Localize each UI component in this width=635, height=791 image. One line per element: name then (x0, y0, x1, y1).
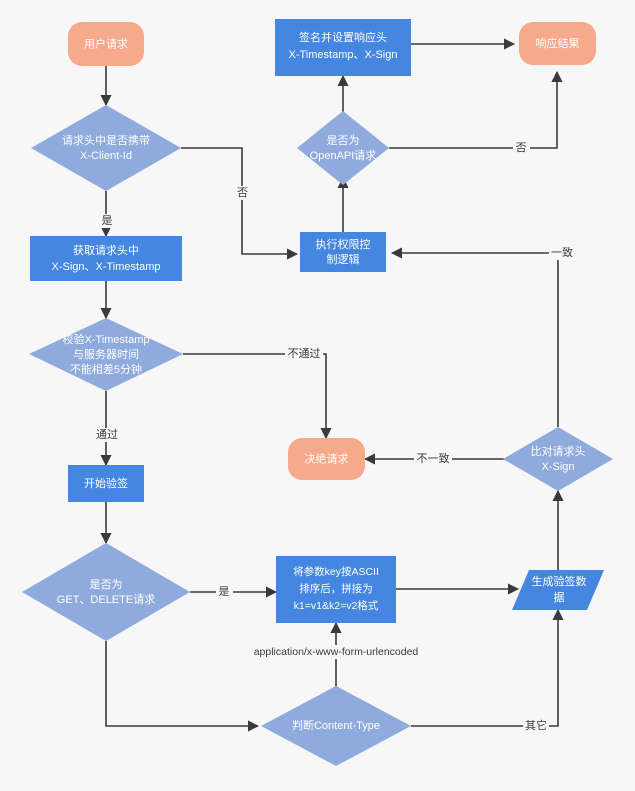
node-gen-sign-data[interactable]: 生成验签数 据 (512, 570, 604, 610)
edge-contenttype-urlencoded: application/x-www-form-urlencoded (231, 621, 441, 694)
node-reject-request[interactable]: 决绝请求 (288, 438, 365, 480)
node-permission-logic[interactable]: 执行权限控 制逻辑 (300, 232, 386, 272)
edge-label-clientid-no: 否 (237, 187, 248, 199)
node-has-client-id[interactable]: 请求头中是否携带 X-Client-Id (31, 105, 181, 191)
edge-label-timestamp-fail: 不通过 (288, 347, 321, 360)
edge-label-contenttype-urlencoded: application/x-www-form-urlencoded (254, 646, 419, 658)
node-response-result[interactable]: 响应结果 (519, 22, 596, 65)
edge-method-yes: 是 (190, 585, 278, 599)
edge-clientid-no: 否 (181, 147, 299, 260)
edge-timestamp-pass: 通过 (94, 391, 120, 467)
node-get-headers[interactable]: 获取请求头中 X-Sign、X-Timestamp (30, 236, 182, 281)
edge-label-compare-mismatch: 不一致 (417, 451, 450, 465)
node-compare-x-sign[interactable]: 比对请求头 X-Sign (503, 427, 613, 491)
edge-clientid-yes: 是 (98, 191, 115, 238)
edge-method-no (105, 641, 260, 732)
node-is-openapi[interactable]: 是否为 OpenAPI请求 (297, 111, 389, 185)
node-check-timestamp[interactable]: 校验X-Timestamp 与服务器时间 不能相差5分钟 (29, 318, 183, 391)
node-user-request[interactable]: 用户请求 (68, 22, 144, 66)
node-sign-and-set[interactable]: 签名并设置响应头 X-Timestamp、X-Sign (275, 19, 411, 76)
node-sort-params[interactable]: 将参数key按ASCII 排序后，拼接为 k1=v1&k2=v2格式 (276, 556, 396, 623)
edge-label-openapi-no: 否 (516, 142, 527, 154)
edge-compare-match: 一致 (390, 245, 575, 427)
edge-contenttype-other: 其它 (411, 608, 564, 733)
edge-label-clientid-yes: 是 (102, 214, 113, 227)
edge-timestamp-fail: 不通过 (183, 347, 332, 440)
node-is-get-delete[interactable]: 是否为 GET、DELETE请求 (22, 543, 190, 641)
edges-layer: get-headers --> 是 permission-logic --> 否… (94, 38, 575, 733)
edge-label-compare-match: 一致 (551, 245, 573, 259)
edge-openapi-no: 否 (389, 70, 563, 155)
edge-label-timestamp-pass: 通过 (96, 428, 118, 441)
node-start-verify[interactable]: 开始验签 (68, 465, 144, 502)
node-judge-content-type[interactable]: 判断Content-Type (261, 686, 411, 766)
edge-label-contenttype-other: 其它 (525, 718, 547, 732)
edge-compare-mismatch: 不一致 (363, 451, 514, 466)
edge-label-method-yes: 是 (219, 585, 230, 598)
